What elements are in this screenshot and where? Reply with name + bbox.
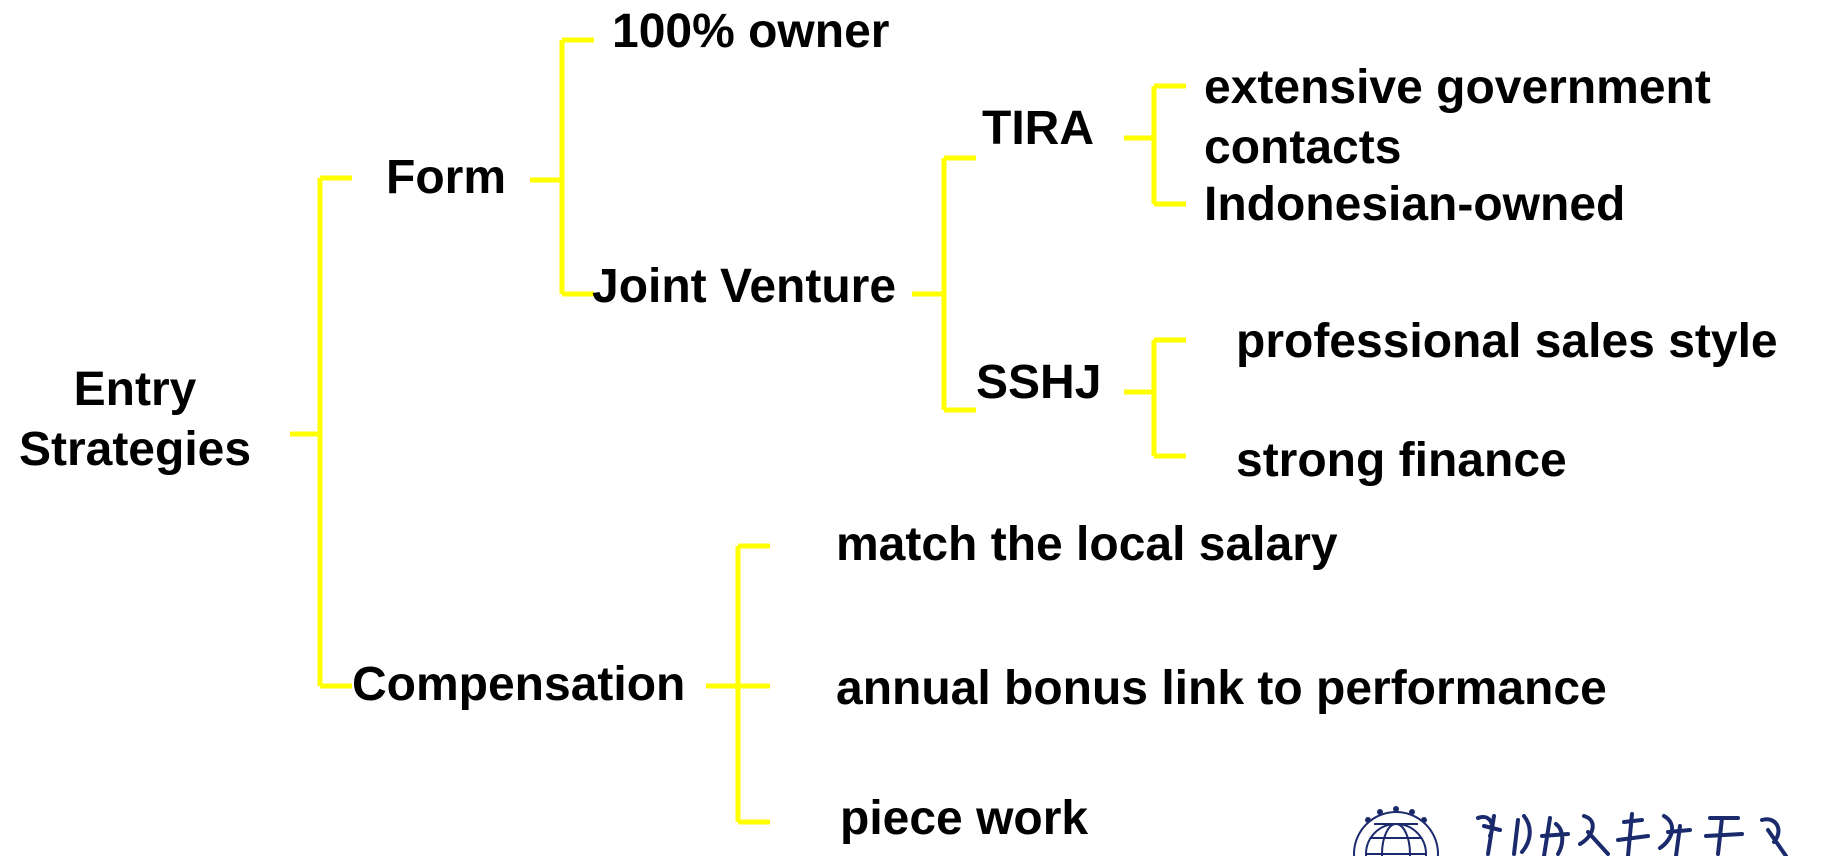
form-label: Form	[386, 151, 506, 204]
root-label-line1: Entry	[73, 363, 197, 416]
university-logo	[1353, 806, 1788, 856]
bracket-compensation	[706, 543, 770, 825]
root-label: Entry Strategies	[4, 360, 266, 480]
tira-item-government-contacts: extensive government contacts	[1204, 61, 1711, 174]
compensation-item-piece-work: piece work	[840, 792, 1089, 845]
tira-label: TIRA	[982, 102, 1094, 155]
compensation-item-local-salary: match the local salary	[836, 518, 1338, 571]
root-label-line2: Strategies	[18, 423, 252, 476]
bracket-sshj	[1124, 337, 1186, 459]
university-globe-seal-icon	[1353, 806, 1439, 856]
tira-item-indonesian-owned: Indonesian-owned	[1204, 178, 1626, 231]
bracket-joint-venture	[912, 155, 976, 413]
owner-label: 100% owner	[612, 5, 890, 58]
bracket-root	[290, 175, 352, 689]
compensation-item-annual-bonus: annual bonus link to performance	[836, 662, 1607, 715]
joint-venture-label: Joint Venture	[592, 260, 897, 313]
sshj-item-strong-finance: strong finance	[1236, 434, 1567, 487]
sshj-item-professional-sales-style: professional sales style	[1236, 315, 1778, 368]
bracket-tira	[1124, 83, 1186, 207]
bracket-form	[530, 37, 594, 297]
sshj-label: SSHJ	[976, 356, 1102, 409]
university-calligraphy-mark	[1476, 812, 1788, 856]
compensation-label: Compensation	[352, 658, 686, 711]
